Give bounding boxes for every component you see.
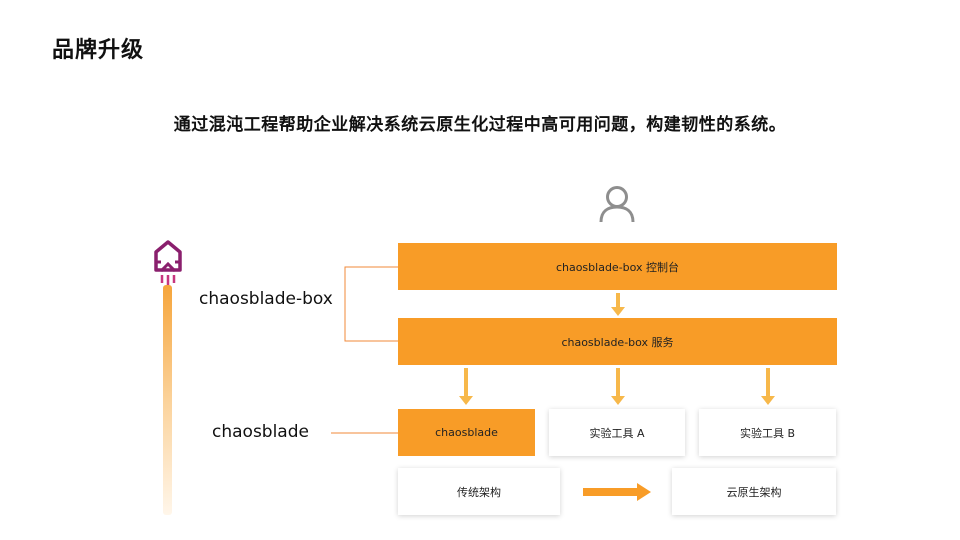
traditional-architecture-box[interactable]: 传统架构 [398, 468, 560, 515]
page-subtitle: 通过混沌工程帮助企业解决系统云原生化过程中高可用问题，构建韧性的系统。 [173, 115, 787, 135]
arrow-down-icon [611, 293, 625, 316]
service-box[interactable]: chaosblade-box 服务 [398, 318, 837, 365]
user-icon [599, 186, 635, 223]
chaosblade-box-label: chaosblade-box [199, 289, 333, 309]
arrow-down-icon [459, 368, 473, 405]
cloud-native-architecture-box[interactable]: 云原生架构 [672, 468, 836, 515]
rocket-trail [163, 285, 172, 515]
rocket-icon [154, 240, 182, 285]
arrow-down-icon [611, 368, 625, 405]
arrow-right-icon [583, 483, 651, 501]
chaosblade-box[interactable]: chaosblade [398, 409, 535, 456]
page-title: 品牌升级 [52, 38, 145, 63]
arrow-down-icon [761, 368, 775, 405]
console-box[interactable]: chaosblade-box 控制台 [398, 243, 837, 290]
tool-b-box[interactable]: 实验工具 B [699, 409, 836, 456]
chaosblade-label: chaosblade [212, 422, 309, 442]
tool-a-box[interactable]: 实验工具 A [549, 409, 685, 456]
